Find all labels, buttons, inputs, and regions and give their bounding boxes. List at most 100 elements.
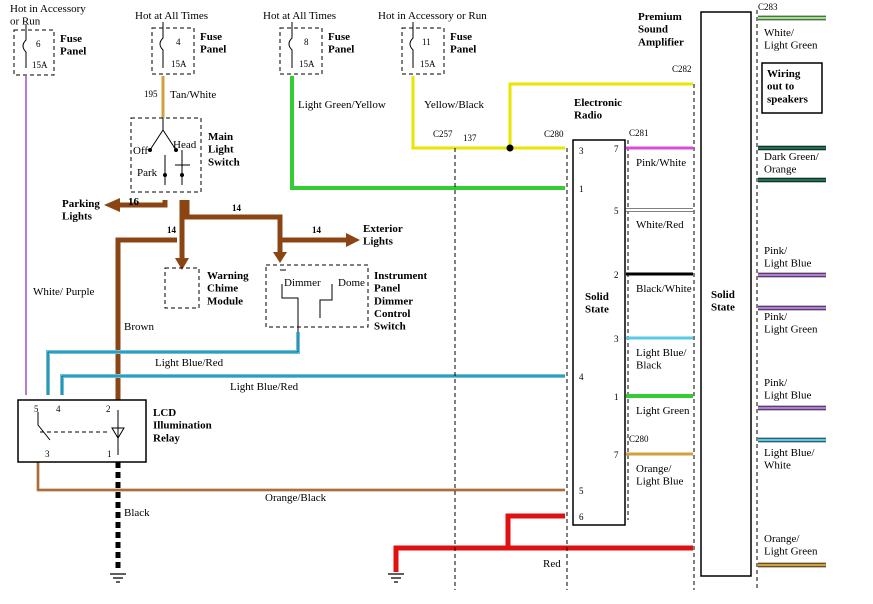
fuse-8-box — [279, 27, 323, 75]
fuse-11-label: Hot in Accessory or Run — [378, 10, 487, 22]
label-white-purple: White/ Purple — [33, 286, 95, 298]
radio-left-pin: 4 — [579, 372, 584, 382]
speakers-note-box — [761, 62, 823, 114]
connector-c282: C282 — [672, 64, 692, 74]
label-195: 195 — [144, 89, 158, 99]
radio-right-pin: 7 — [614, 144, 619, 154]
label-yellow-black: Yellow/Black — [424, 99, 484, 111]
label-16: 16 — [128, 196, 140, 208]
fuse-11-element — [409, 22, 414, 68]
radio-right-pin: 1 — [614, 392, 619, 402]
radio-right-pin: 3 — [614, 334, 619, 344]
warning-chime-box — [164, 267, 200, 309]
label-black: Black — [124, 507, 150, 519]
fuse-6-box — [13, 29, 55, 76]
connector-c280-a: C280 — [544, 129, 564, 139]
fuse-11-amps: 15A — [420, 59, 436, 69]
dimmer-label: Dimmer — [284, 277, 321, 289]
radio-right-pin: 5 — [614, 206, 619, 216]
label-tan-white: Tan/White — [170, 89, 216, 101]
lcd-relay-box — [17, 399, 147, 463]
switch-park-label: Park — [137, 167, 158, 179]
ground-icon — [388, 573, 404, 583]
radio-output-label: Light Blue/Black — [636, 347, 687, 372]
amp-output-label: Pink/Light Blue — [764, 245, 811, 270]
label-light-blue-red-1: Light Blue/Red — [155, 357, 224, 369]
radio-output-label: Orange/Light Blue — [636, 463, 683, 488]
wire-light-green-yellow — [290, 76, 565, 190]
label-brown: Brown — [124, 321, 154, 333]
amp-box — [700, 11, 752, 577]
label-red: Red — [543, 558, 561, 570]
fuse-8-number: 8 — [304, 37, 309, 47]
switch-head-label: Head — [173, 139, 197, 151]
fuse-4-element — [159, 22, 164, 68]
amp-output-label: White/Light Green — [764, 27, 818, 52]
fuse-4-label: Hot at All Times — [135, 10, 208, 22]
fuse-8-label: Hot at All Times — [263, 10, 336, 22]
wire-yellow-black — [411, 76, 565, 150]
connector-c281: C281 — [629, 128, 649, 138]
radio-output-label: Pink/White — [636, 157, 686, 169]
dome-label: Dome — [338, 277, 365, 289]
fuse-4-amps: 15A — [171, 59, 187, 69]
label-light-green-yellow: Light Green/Yellow — [298, 99, 386, 111]
amp-output-label: Light Blue/White — [764, 447, 815, 472]
wire-dimmer-14 — [184, 200, 283, 255]
relay-pin-3: 3 — [45, 449, 50, 459]
arrow-parking — [104, 198, 120, 212]
fuse-6-amps: 15A — [32, 60, 48, 70]
wire-yellow-black-amp — [508, 82, 693, 148]
fuse-4-number: 4 — [176, 37, 181, 47]
radio-left-pin: 5 — [579, 486, 584, 496]
radio-output-label: Light Green — [636, 405, 690, 417]
label-14-a: 14 — [167, 225, 177, 235]
connector-c257: C257 — [433, 129, 453, 139]
radio-left-pin: 3 — [579, 146, 584, 156]
radio-output-label: Black/White — [636, 283, 692, 295]
amp-output-label: Dark Green/Orange — [764, 151, 820, 176]
radio-output-label: White/Red — [636, 219, 684, 231]
wire-light-blue-red-2 — [60, 374, 565, 395]
label-14-c: 14 — [312, 225, 322, 235]
wire-parking-16 — [120, 200, 168, 208]
dimmer-box — [265, 264, 369, 328]
fuse-6-number: 6 — [36, 39, 41, 49]
label-14-b: 14 — [232, 203, 242, 213]
switch-off-label: Off — [133, 145, 148, 157]
wire-brown — [115, 237, 177, 400]
relay-pin-5: 5 — [34, 404, 39, 414]
wire-red — [393, 513, 565, 572]
fuse-11-number: 11 — [422, 37, 431, 47]
connector-c280-b: C280 — [629, 434, 649, 444]
label-light-blue-red-2: Light Blue/Red — [230, 381, 299, 393]
relay-pin-1: 1 — [107, 449, 112, 459]
amp-output-label: Pink/Light Green — [764, 311, 818, 336]
relay-pin-4: 4 — [56, 404, 61, 414]
